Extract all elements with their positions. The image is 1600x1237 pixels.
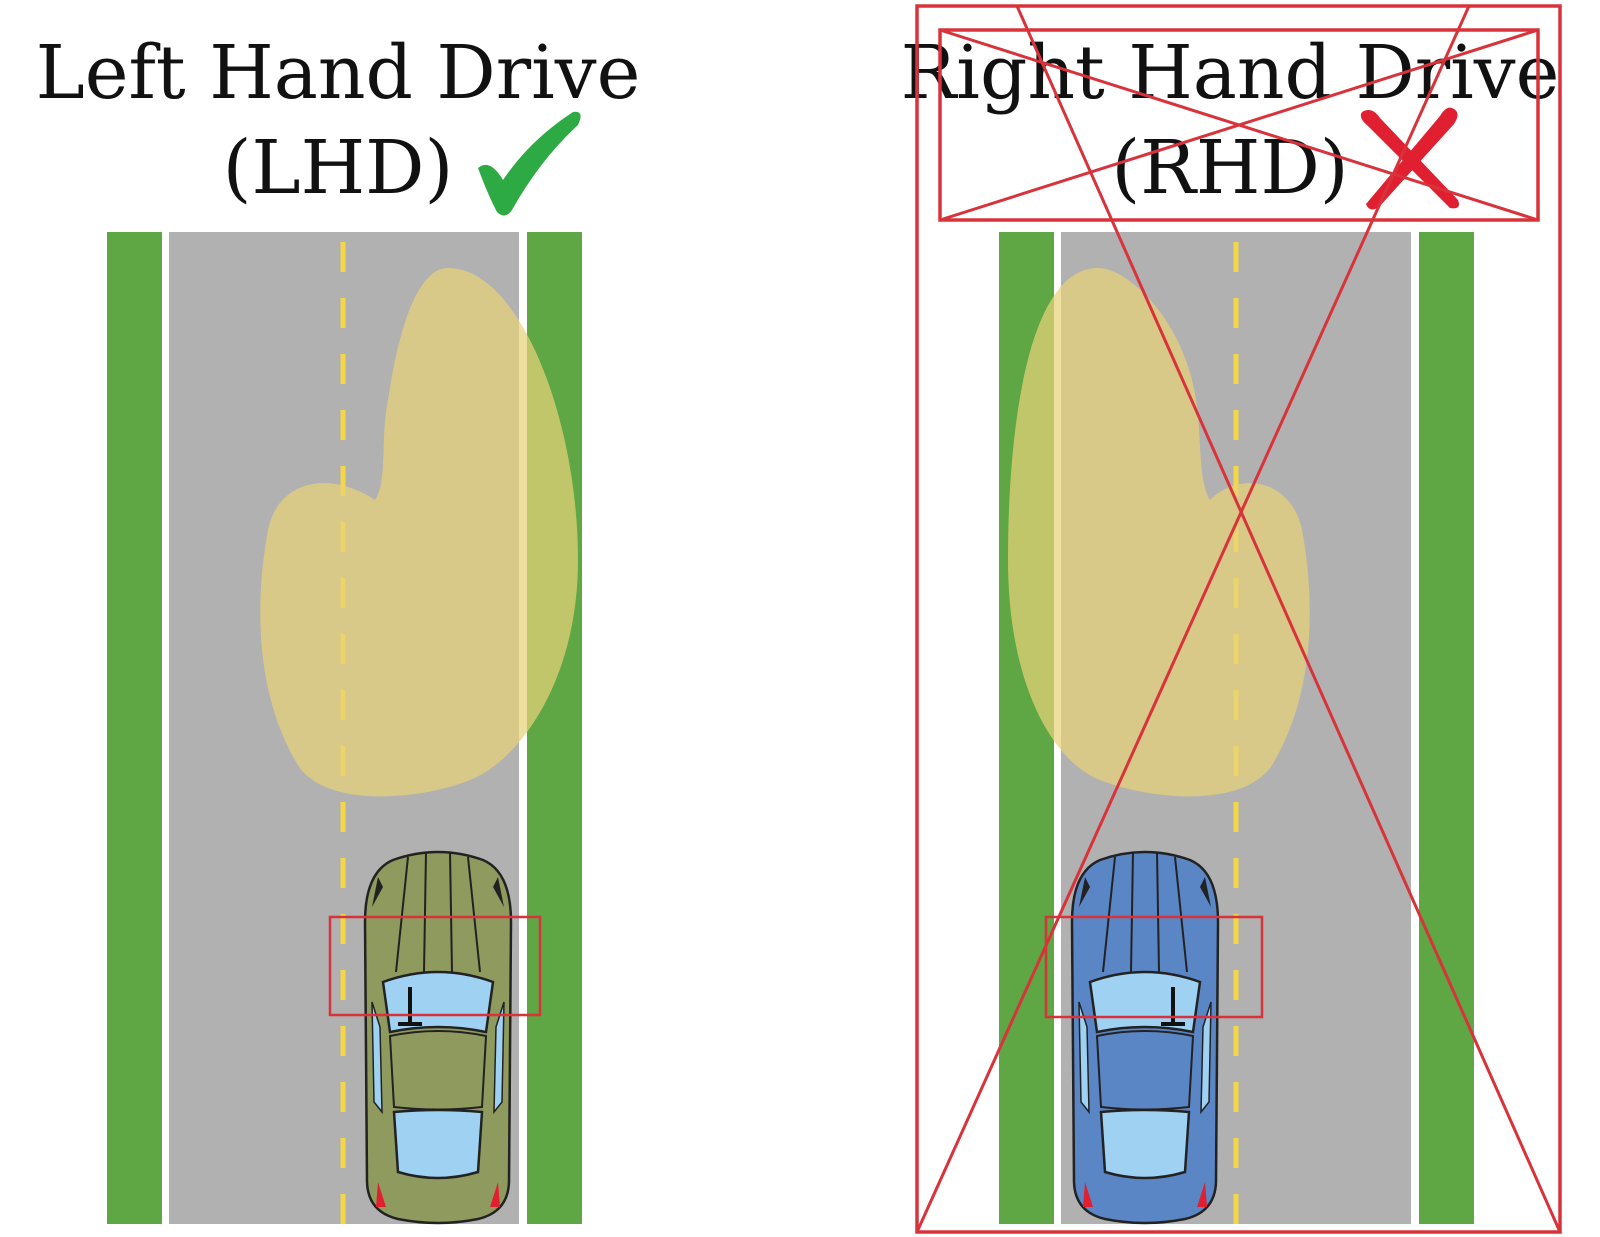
check-mark-icon [478, 111, 581, 216]
rhd-title-cross-out [938, 28, 1540, 222]
lhd-left-grass [107, 232, 162, 1224]
lhd-visibility-zone [260, 268, 578, 797]
rhd-panel: Right Hand Drive (RHD) [901, 4, 1562, 1234]
rhd-right-grass [1419, 232, 1474, 1224]
x-mark-icon [1360, 107, 1459, 210]
lhd-left-edge-line [162, 232, 169, 1224]
rhd-panel-cross-out [915, 4, 1562, 1234]
lhd-driver-highlight-box [328, 915, 542, 1017]
lhd-title-line1: Left Hand Drive [36, 30, 641, 116]
rhd-visibility-zone [1008, 268, 1310, 797]
rhd-right-edge-line [1411, 232, 1418, 1224]
rhd-car [1070, 850, 1220, 1225]
rhd-driver-highlight-box [1044, 915, 1264, 1019]
rhd-title-line2: (RHD) [1111, 125, 1348, 211]
lhd-car [363, 850, 513, 1225]
lhd-panel: Left Hand Drive (LHD) [36, 30, 641, 1225]
lhd-title-line2: (LHD) [223, 125, 454, 211]
rhd-title-line1: Right Hand Drive [901, 30, 1560, 116]
